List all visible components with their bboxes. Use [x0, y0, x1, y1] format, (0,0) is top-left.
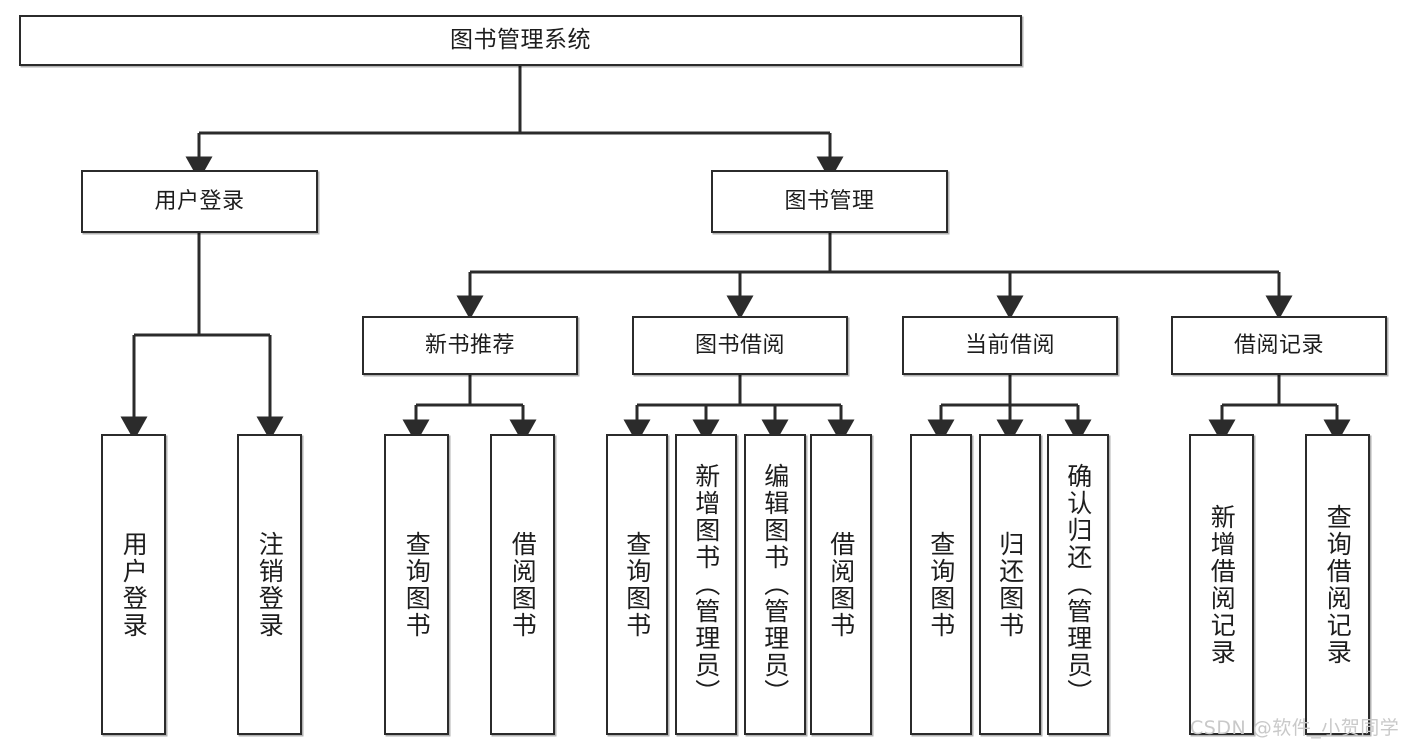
node-current-borrow[interactable]: 当前借阅 [902, 316, 1118, 375]
leaf-add-borrow-record[interactable]: 新增借阅记录 [1189, 434, 1254, 735]
watermark-credit: CSDN @软件_小贺同学 [1190, 717, 1400, 739]
leaf-user-login[interactable]: 用户登录 [101, 434, 166, 735]
leaf-query-book-current[interactable]: 查询图书 [910, 434, 972, 735]
leaf-borrow-book-recommend[interactable]: 借阅图书 [490, 434, 555, 735]
node-borrow-record[interactable]: 借阅记录 [1171, 316, 1387, 375]
leaf-borrow-book[interactable]: 借阅图书 [810, 434, 872, 735]
leaf-query-book-borrow[interactable]: 查询图书 [606, 434, 668, 735]
node-book-management[interactable]: 图书管理 [711, 170, 948, 233]
leaf-return-book[interactable]: 归还图书 [979, 434, 1041, 735]
leaf-logout[interactable]: 注销登录 [237, 434, 302, 735]
node-new-book-recommend[interactable]: 新书推荐 [362, 316, 578, 375]
leaf-add-book-admin[interactable]: 新增图书（管理员） [675, 434, 737, 735]
leaf-query-borrow-record[interactable]: 查询借阅记录 [1305, 434, 1370, 735]
leaf-edit-book-admin[interactable]: 编辑图书（管理员） [744, 434, 806, 735]
leaf-query-book-recommend[interactable]: 查询图书 [384, 434, 449, 735]
node-book-borrow[interactable]: 图书借阅 [632, 316, 848, 375]
node-user-login[interactable]: 用户登录 [81, 170, 318, 233]
leaf-confirm-return-admin[interactable]: 确认归还（管理员） [1047, 434, 1109, 735]
node-root[interactable]: 图书管理系统 [19, 15, 1022, 66]
